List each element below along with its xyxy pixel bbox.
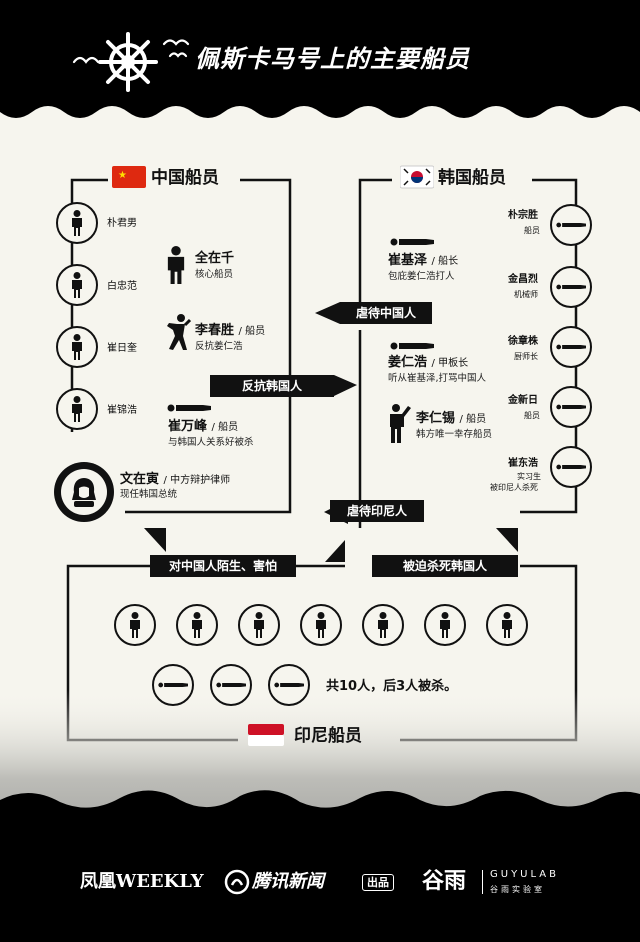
logo-produced-tag: 出品 bbox=[362, 874, 394, 891]
arrow-indo-korea-left bbox=[325, 540, 345, 562]
korea-crew-name: 金昌烈 bbox=[508, 274, 538, 285]
korea-crew-role: 机械师 bbox=[514, 290, 538, 299]
china-crew-avatar bbox=[56, 388, 98, 430]
indonesia-alive-avatar bbox=[176, 604, 218, 646]
logo-guyu: 谷雨 bbox=[422, 868, 467, 894]
logo-divider bbox=[482, 870, 483, 894]
indonesia-alive-avatar bbox=[300, 604, 342, 646]
korea-section-label: 韩国船员 bbox=[438, 168, 506, 188]
china-member-note: 反抗姜仁浩 bbox=[195, 341, 243, 352]
indonesia-killed-avatar bbox=[210, 664, 252, 706]
lawyer-avatar bbox=[54, 462, 114, 522]
lawyer-name: 文在寅 / 中方辩护律师 bbox=[120, 472, 231, 487]
indonesia-alive-avatar bbox=[238, 604, 280, 646]
logo-guyulab-en: GUYULAB bbox=[490, 869, 559, 880]
lying-person-icon bbox=[390, 238, 434, 246]
korea-crew-name: 朴宗胜 bbox=[508, 210, 538, 221]
lying-person-icon bbox=[390, 342, 434, 350]
korea-crew-role: 实习生 bbox=[517, 472, 541, 481]
china-crew-avatar bbox=[56, 326, 98, 368]
logo-ifeng-weekly: 凤凰WEEKLY bbox=[80, 871, 204, 892]
china-section-label: 中国船员 bbox=[151, 168, 219, 188]
china-crew-avatar bbox=[56, 264, 98, 306]
korea-crew-role: 船员 bbox=[524, 411, 540, 420]
china-member-name: 全在千 bbox=[195, 251, 235, 266]
korea-crew-avatar bbox=[550, 446, 592, 488]
page-title: 佩斯卡马号上的主要船员 bbox=[195, 45, 470, 73]
china-crew-name: 崔锦浩 bbox=[107, 405, 137, 416]
indonesia-alive-avatar bbox=[362, 604, 404, 646]
china-member-name: 崔万峰 / 船员 bbox=[168, 419, 239, 434]
relation-indo-to-korean: 被迫杀死韩国人 bbox=[372, 555, 518, 577]
korea-member-name: 崔基泽 / 船长 bbox=[388, 253, 459, 268]
fighting-person-icon bbox=[167, 314, 191, 350]
korea-crew-name: 徐章株 bbox=[508, 336, 538, 347]
indonesia-section-label: 印尼船员 bbox=[294, 726, 362, 746]
china-crew-avatar bbox=[56, 202, 98, 244]
lying-person-icon bbox=[167, 404, 211, 412]
china-member-note: 与韩国人关系好被杀 bbox=[168, 437, 254, 448]
china-crew-name: 白忠范 bbox=[107, 281, 137, 292]
korea-member-note: 包庇姜仁浩打人 bbox=[388, 271, 455, 282]
china-member-name: 李春胜 / 船员 bbox=[195, 323, 266, 338]
arrow-abuse-china bbox=[315, 302, 340, 324]
sea-background bbox=[0, 690, 640, 942]
arrow-indo-china bbox=[144, 528, 166, 552]
indonesia-killed-avatar bbox=[268, 664, 310, 706]
china-member-note: 核心船员 bbox=[195, 269, 234, 280]
svg-text:★: ★ bbox=[118, 170, 127, 181]
korea-crew-role: 厨师长 bbox=[514, 352, 538, 361]
logo-tencent-news: 腾讯新闻 bbox=[252, 871, 324, 892]
indonesia-alive-avatar bbox=[114, 604, 156, 646]
indonesia-alive-avatar bbox=[424, 604, 466, 646]
korea-crew-avatar bbox=[550, 204, 592, 246]
indonesia-flag-icon bbox=[248, 724, 284, 746]
korea-member-name: 姜仁浩 / 甲板长 bbox=[388, 355, 469, 370]
logo-guyulab-cn: 谷雨实验室 bbox=[490, 885, 545, 894]
relation-abuse-chinese: 虐待中国人 bbox=[340, 302, 432, 324]
lawyer-icon bbox=[72, 478, 96, 507]
relation-indo-to-chinese: 对中国人陌生、害怕 bbox=[150, 555, 296, 577]
china-flag-icon: ★ bbox=[112, 166, 146, 188]
tencent-news-icon bbox=[224, 869, 250, 895]
korea-crew-name: 金新日 bbox=[508, 395, 538, 406]
arrow-indo-korea-right bbox=[496, 528, 518, 552]
seagull-icon bbox=[72, 39, 190, 64]
china-crew-name: 朴君男 bbox=[107, 218, 137, 229]
indonesia-summary: 共10人，后3人被杀。 bbox=[326, 679, 458, 694]
korea-crew-fate: 被印尼人杀死 bbox=[490, 483, 538, 492]
korea-flag-icon bbox=[400, 165, 434, 189]
china-crew-name: 崔日奎 bbox=[107, 343, 137, 354]
indonesia-alive-avatar bbox=[486, 604, 528, 646]
arrow-resist-korea bbox=[334, 375, 357, 396]
relation-resist-korean: 反抗韩国人 bbox=[210, 375, 334, 397]
korea-crew-avatar bbox=[550, 386, 592, 428]
relation-abuse-indonesian: 虐待印尼人 bbox=[330, 500, 424, 522]
ship-wheel-icon bbox=[98, 32, 158, 92]
indonesia-killed-avatar bbox=[152, 664, 194, 706]
standing-person-icon bbox=[167, 246, 185, 284]
korea-member-note: 韩方唯一幸存船员 bbox=[416, 429, 493, 440]
survivor-person-icon bbox=[390, 404, 411, 443]
korea-crew-avatar bbox=[550, 266, 592, 308]
korea-member-note: 听从崔基泽,打骂中国人 bbox=[388, 373, 487, 384]
korea-crew-avatar bbox=[550, 326, 592, 368]
lawyer-note: 现任韩国总统 bbox=[120, 489, 178, 500]
header-band bbox=[0, 0, 640, 118]
korea-crew-role: 船员 bbox=[524, 226, 540, 235]
korea-crew-name: 崔东浩 bbox=[508, 458, 538, 469]
korea-member-name: 李仁锡 / 船员 bbox=[416, 411, 487, 426]
